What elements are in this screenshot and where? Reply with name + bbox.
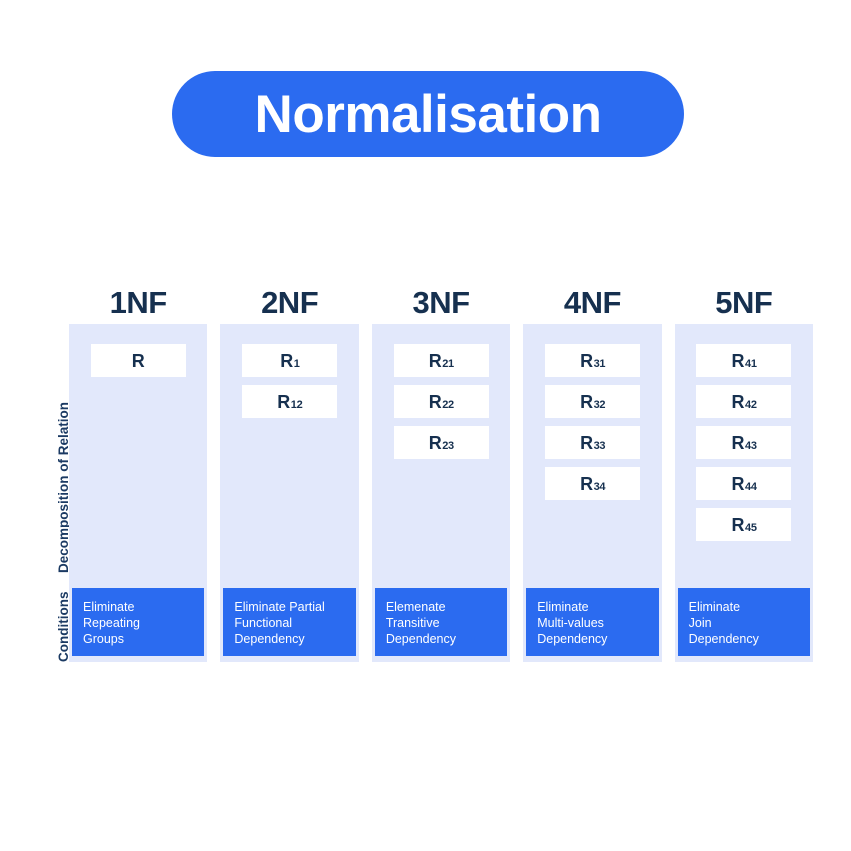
relation-box: R <box>90 344 186 377</box>
relation-subscript: 43 <box>745 440 757 452</box>
relation-label: R <box>731 514 745 535</box>
relation-label: R <box>280 350 294 371</box>
column-header: 2NF <box>261 284 319 320</box>
relation-label: R <box>731 391 745 412</box>
relation-subscript: 21 <box>442 358 454 370</box>
condition-line: Groups <box>83 632 124 646</box>
condition-line: Dependency <box>385 632 457 646</box>
condition-line: Functional <box>234 616 293 630</box>
relation-subscript: 31 <box>593 358 606 370</box>
condition-line: Eliminate <box>83 600 135 614</box>
relation-subscript: 44 <box>745 481 757 493</box>
relation-subscript: 22 <box>442 399 454 411</box>
relation-label: R <box>731 432 745 453</box>
relation-subscript: 41 <box>745 358 757 370</box>
condition-line: Dependency <box>688 632 759 646</box>
condition-line: Eliminate <box>688 600 741 614</box>
relation-label: R <box>428 391 442 412</box>
condition-line: Repeating <box>83 616 140 630</box>
condition-line: Eliminate <box>537 600 589 614</box>
column-header: 3NF <box>412 284 470 320</box>
title-banner: Normalisation <box>172 71 684 157</box>
relation-subscript: 45 <box>745 522 757 534</box>
condition-line: Dependency <box>234 632 305 646</box>
relation-subscript: 1 <box>293 358 300 370</box>
column-header: 4NF <box>563 284 622 320</box>
relation-subscript: 32 <box>593 399 606 411</box>
relation-label: R <box>428 432 442 453</box>
relation-subscript: 33 <box>593 440 606 452</box>
relation-label: R <box>580 350 594 371</box>
relation-subscript: 42 <box>745 399 757 411</box>
relation-subscript: 23 <box>442 440 454 452</box>
condition-line: Elemenate <box>385 600 446 614</box>
relation-label: R <box>580 432 594 453</box>
relation-label: R <box>131 350 145 371</box>
relation-label: R <box>580 391 594 412</box>
condition-line: Transitive <box>385 616 440 630</box>
condition-line: Join <box>688 616 712 630</box>
page-title: Normalisation <box>254 84 602 144</box>
relation-label: R <box>731 473 745 494</box>
relation-label: R <box>277 391 291 412</box>
relation-subscript: 12 <box>290 399 303 411</box>
relation-label: R <box>428 350 442 371</box>
condition-line: Eliminate Partial <box>234 600 325 614</box>
relation-label: R <box>731 350 745 371</box>
condition-line: Dependency <box>537 632 608 646</box>
relation-label: R <box>580 473 594 494</box>
condition-line: Multi-values <box>537 616 604 630</box>
relation-subscript: 34 <box>593 481 606 493</box>
column-header: 5NF <box>715 284 773 320</box>
column-header: 1NF <box>109 284 168 320</box>
